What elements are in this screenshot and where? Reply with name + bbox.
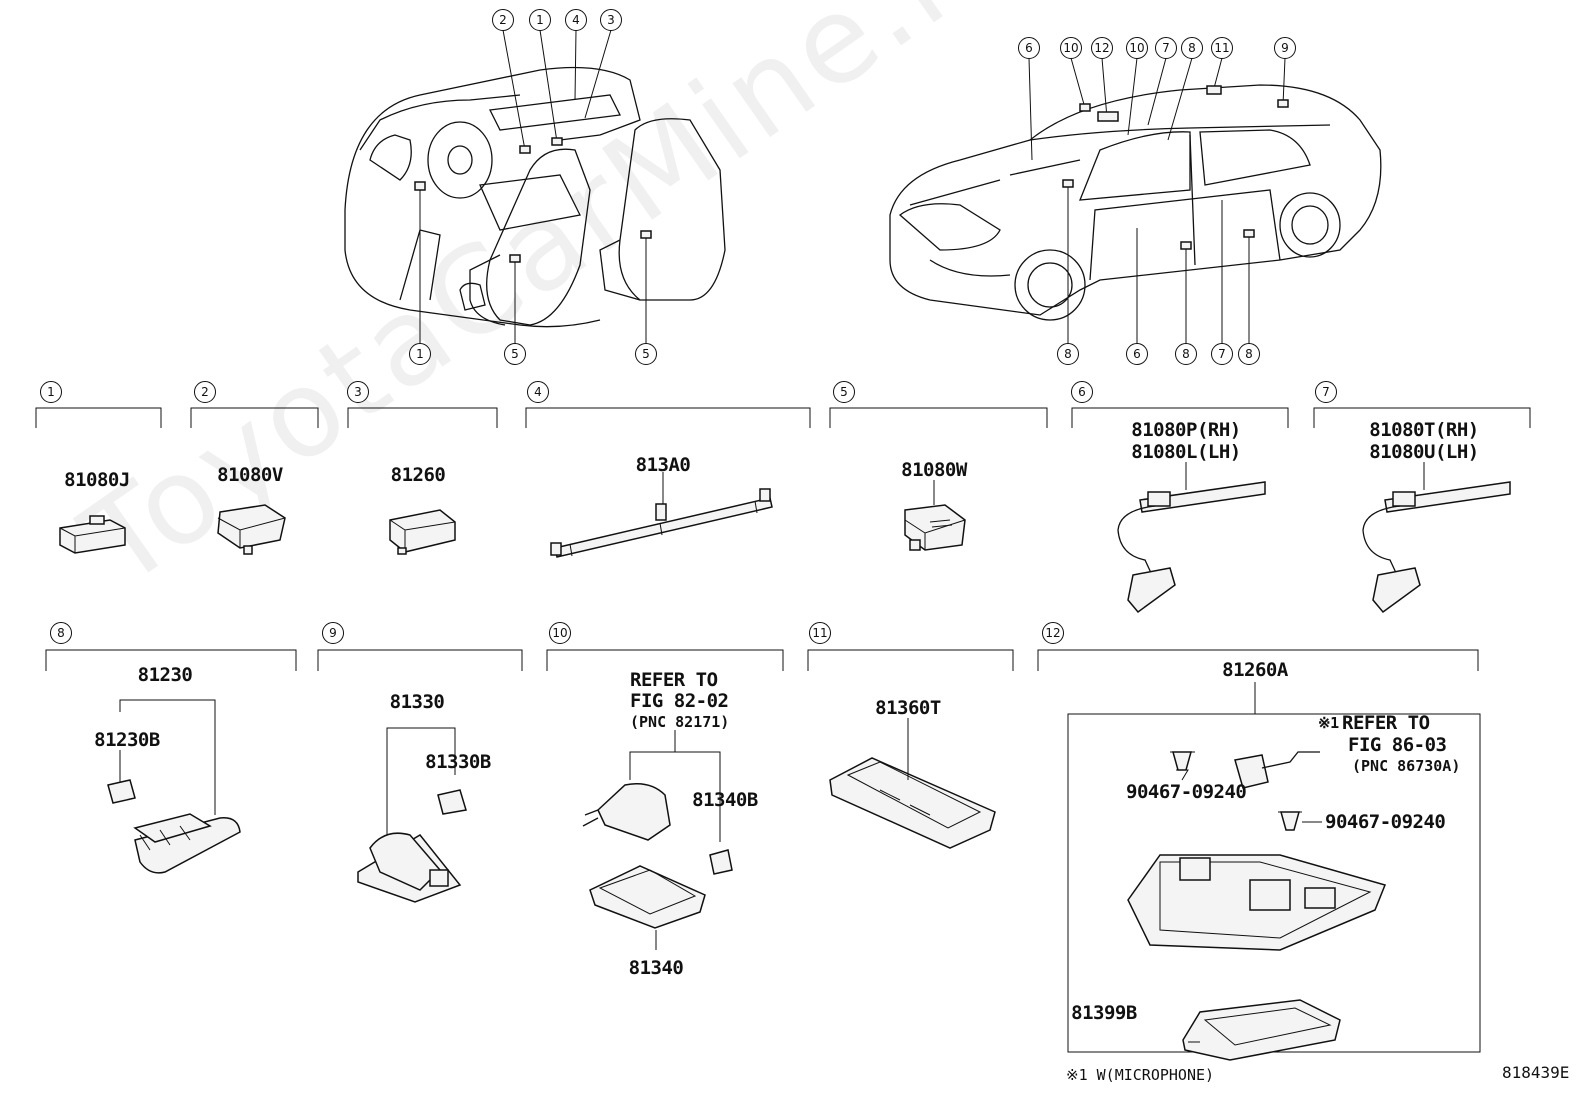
part-81230-lamp bbox=[107, 699, 241, 874]
part-number-11-0: 81360T bbox=[875, 697, 941, 719]
exterior-callout-10: 8 bbox=[1175, 343, 1197, 365]
exterior-callout-9: 6 bbox=[1126, 343, 1148, 365]
part-number-1-0: 81080J bbox=[64, 469, 130, 491]
part-number-7-1: 81080U(LH) bbox=[1369, 441, 1479, 463]
part-81080T-U-door-lamp bbox=[1362, 462, 1511, 614]
section-brackets bbox=[35, 407, 1531, 671]
refer-10-line1: REFER TO bbox=[630, 669, 718, 691]
part-81080P-L-door-lamp bbox=[1117, 462, 1266, 614]
section-index-8: 8 bbox=[50, 622, 72, 644]
part-81260A-map-lamp-assembly bbox=[1067, 682, 1481, 1061]
part-number-5-0: 81080W bbox=[901, 459, 967, 481]
part-81340-lamp bbox=[582, 730, 733, 950]
exterior-callout-0: 6 bbox=[1018, 37, 1040, 59]
section-index-2: 2 bbox=[194, 381, 216, 403]
exterior-callout-2: 12 bbox=[1091, 37, 1113, 59]
refer-10-line2: FIG 82-02 bbox=[630, 690, 729, 712]
section-index-5: 5 bbox=[833, 381, 855, 403]
interior-callout-3: 3 bbox=[600, 9, 622, 31]
clip-left-part: 90467-09240 bbox=[1126, 781, 1247, 803]
exterior-callout-7: 9 bbox=[1274, 37, 1296, 59]
part-number-9-0: 81330 bbox=[389, 691, 445, 713]
section-index-7: 7 bbox=[1315, 381, 1337, 403]
part-number-9-1: 81330B bbox=[425, 751, 491, 773]
section-index-1: 1 bbox=[40, 381, 62, 403]
part-number-12-1: 81399B bbox=[1071, 1002, 1137, 1024]
interior-callout-0: 2 bbox=[492, 9, 514, 31]
section-index-9: 9 bbox=[322, 622, 344, 644]
figure-code: 818439E bbox=[1502, 1063, 1570, 1082]
clip-right-part: 90467-09240 bbox=[1325, 811, 1446, 833]
part-number-10-0: 81340B bbox=[692, 789, 758, 811]
exterior-callout-8: 8 bbox=[1057, 343, 1079, 365]
part-number-8-0: 81230 bbox=[137, 664, 193, 686]
refer-12-line3: (PNC 86730A) bbox=[1352, 757, 1461, 775]
refer-12-mark: ※1 bbox=[1318, 714, 1339, 732]
section-index-4: 4 bbox=[527, 381, 549, 403]
exterior-callout-3: 10 bbox=[1126, 37, 1148, 59]
refer-12-line2: FIG 86-03 bbox=[1348, 734, 1447, 756]
interior-callout-1: 1 bbox=[529, 9, 551, 31]
interior-callout-6: 5 bbox=[635, 343, 657, 365]
section-index-12: 12 bbox=[1042, 622, 1064, 644]
part-number-4-0: 813A0 bbox=[635, 454, 691, 476]
exterior-callout-12: 8 bbox=[1238, 343, 1260, 365]
part-number-7-0: 81080T(RH) bbox=[1369, 419, 1479, 441]
interior-view-illustration bbox=[344, 29, 726, 344]
part-81260-lamp bbox=[389, 509, 456, 555]
refer-12-line1: REFER TO bbox=[1342, 712, 1430, 734]
exterior-callout-6: 11 bbox=[1211, 37, 1233, 59]
part-81360T-lamp bbox=[829, 718, 996, 849]
interior-callout-5: 5 bbox=[504, 343, 526, 365]
refer-10-line3: (PNC 82171) bbox=[630, 713, 730, 731]
interior-callout-4: 1 bbox=[409, 343, 431, 365]
part-81330-lamp bbox=[357, 727, 467, 903]
part-number-3-0: 81260 bbox=[390, 464, 446, 486]
exterior-callout-11: 7 bbox=[1211, 343, 1233, 365]
exterior-callout-1: 10 bbox=[1060, 37, 1082, 59]
exterior-callout-4: 7 bbox=[1155, 37, 1177, 59]
exterior-view-illustration bbox=[889, 57, 1382, 344]
section-index-11: 11 bbox=[809, 622, 831, 644]
part-number-2-0: 81080V bbox=[217, 464, 283, 486]
part-number-6-1: 81080L(LH) bbox=[1131, 441, 1241, 463]
interior-callout-2: 4 bbox=[565, 9, 587, 31]
section-index-10: 10 bbox=[549, 622, 571, 644]
part-number-12-0: 81260A bbox=[1222, 659, 1288, 681]
exterior-callout-5: 8 bbox=[1181, 37, 1203, 59]
part-81080W-switch bbox=[904, 480, 966, 551]
part-number-10-1: 81340 bbox=[628, 957, 684, 979]
part-number-6-0: 81080P(RH) bbox=[1131, 419, 1241, 441]
part-number-8-1: 81230B bbox=[94, 729, 160, 751]
part-81080J-switch bbox=[59, 515, 126, 554]
section-index-3: 3 bbox=[347, 381, 369, 403]
footnote: ※1 W(MICROPHONE) bbox=[1066, 1066, 1215, 1084]
part-813A0-light-bar bbox=[550, 472, 773, 558]
section-index-6: 6 bbox=[1071, 381, 1093, 403]
part-81080V-switch bbox=[217, 504, 286, 555]
